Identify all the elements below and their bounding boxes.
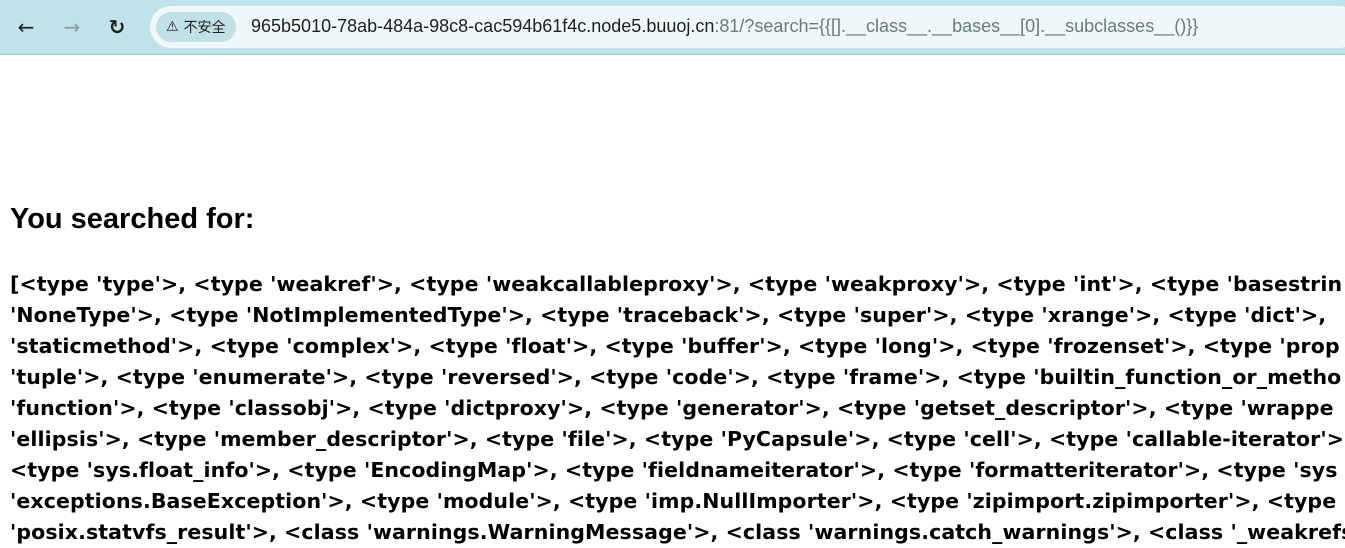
back-arrow-icon[interactable]: ← <box>17 15 35 39</box>
result-line: 'posix.statvfs_result'>, <class 'warning… <box>10 520 1345 544</box>
url-text[interactable]: 965b5010-78ab-484a-98c8-cac594b61f4c.nod… <box>251 16 1198 37</box>
search-result: [<type 'type'>, <type 'weakref'>, <type … <box>10 269 1345 548</box>
url-path: :81/?search={{[].__class__.__bases__[0].… <box>714 16 1199 36</box>
address-bar[interactable]: ⚠ 不安全 965b5010-78ab-484a-98c8-cac594b61f… <box>150 6 1345 48</box>
result-line: 'ellipsis'>, <type 'member_descriptor'>,… <box>10 427 1345 451</box>
security-label: 不安全 <box>183 20 226 36</box>
url-host: 965b5010-78ab-484a-98c8-cac594b61f4c.nod… <box>251 16 715 36</box>
warning-icon: ⚠ <box>166 19 179 35</box>
reload-icon[interactable]: ↻ <box>108 15 126 39</box>
result-line: 'NoneType'>, <type 'NotImplementedType'>… <box>10 303 1327 327</box>
security-chip[interactable]: ⚠ 不安全 <box>156 12 236 42</box>
result-line: [<type 'type'>, <type 'weakref'>, <type … <box>10 272 1343 296</box>
result-line: 'staticmethod'>, <type 'complex'>, <type… <box>10 334 1340 358</box>
result-line: <type 'sys.float_info'>, <type 'Encoding… <box>10 458 1338 482</box>
result-line: 'exceptions.BaseException'>, <type 'modu… <box>10 489 1337 513</box>
result-line: 'tuple'>, <type 'enumerate'>, <type 'rev… <box>10 365 1342 389</box>
page-heading: You searched for: <box>10 203 255 235</box>
result-line: 'function'>, <type 'classobj'>, <type 'd… <box>10 396 1334 420</box>
browser-toolbar: ← → ↻ ⚠ 不安全 965b5010-78ab-484a-98c8-cac5… <box>0 0 1345 55</box>
forward-arrow-icon[interactable]: → <box>63 15 81 39</box>
